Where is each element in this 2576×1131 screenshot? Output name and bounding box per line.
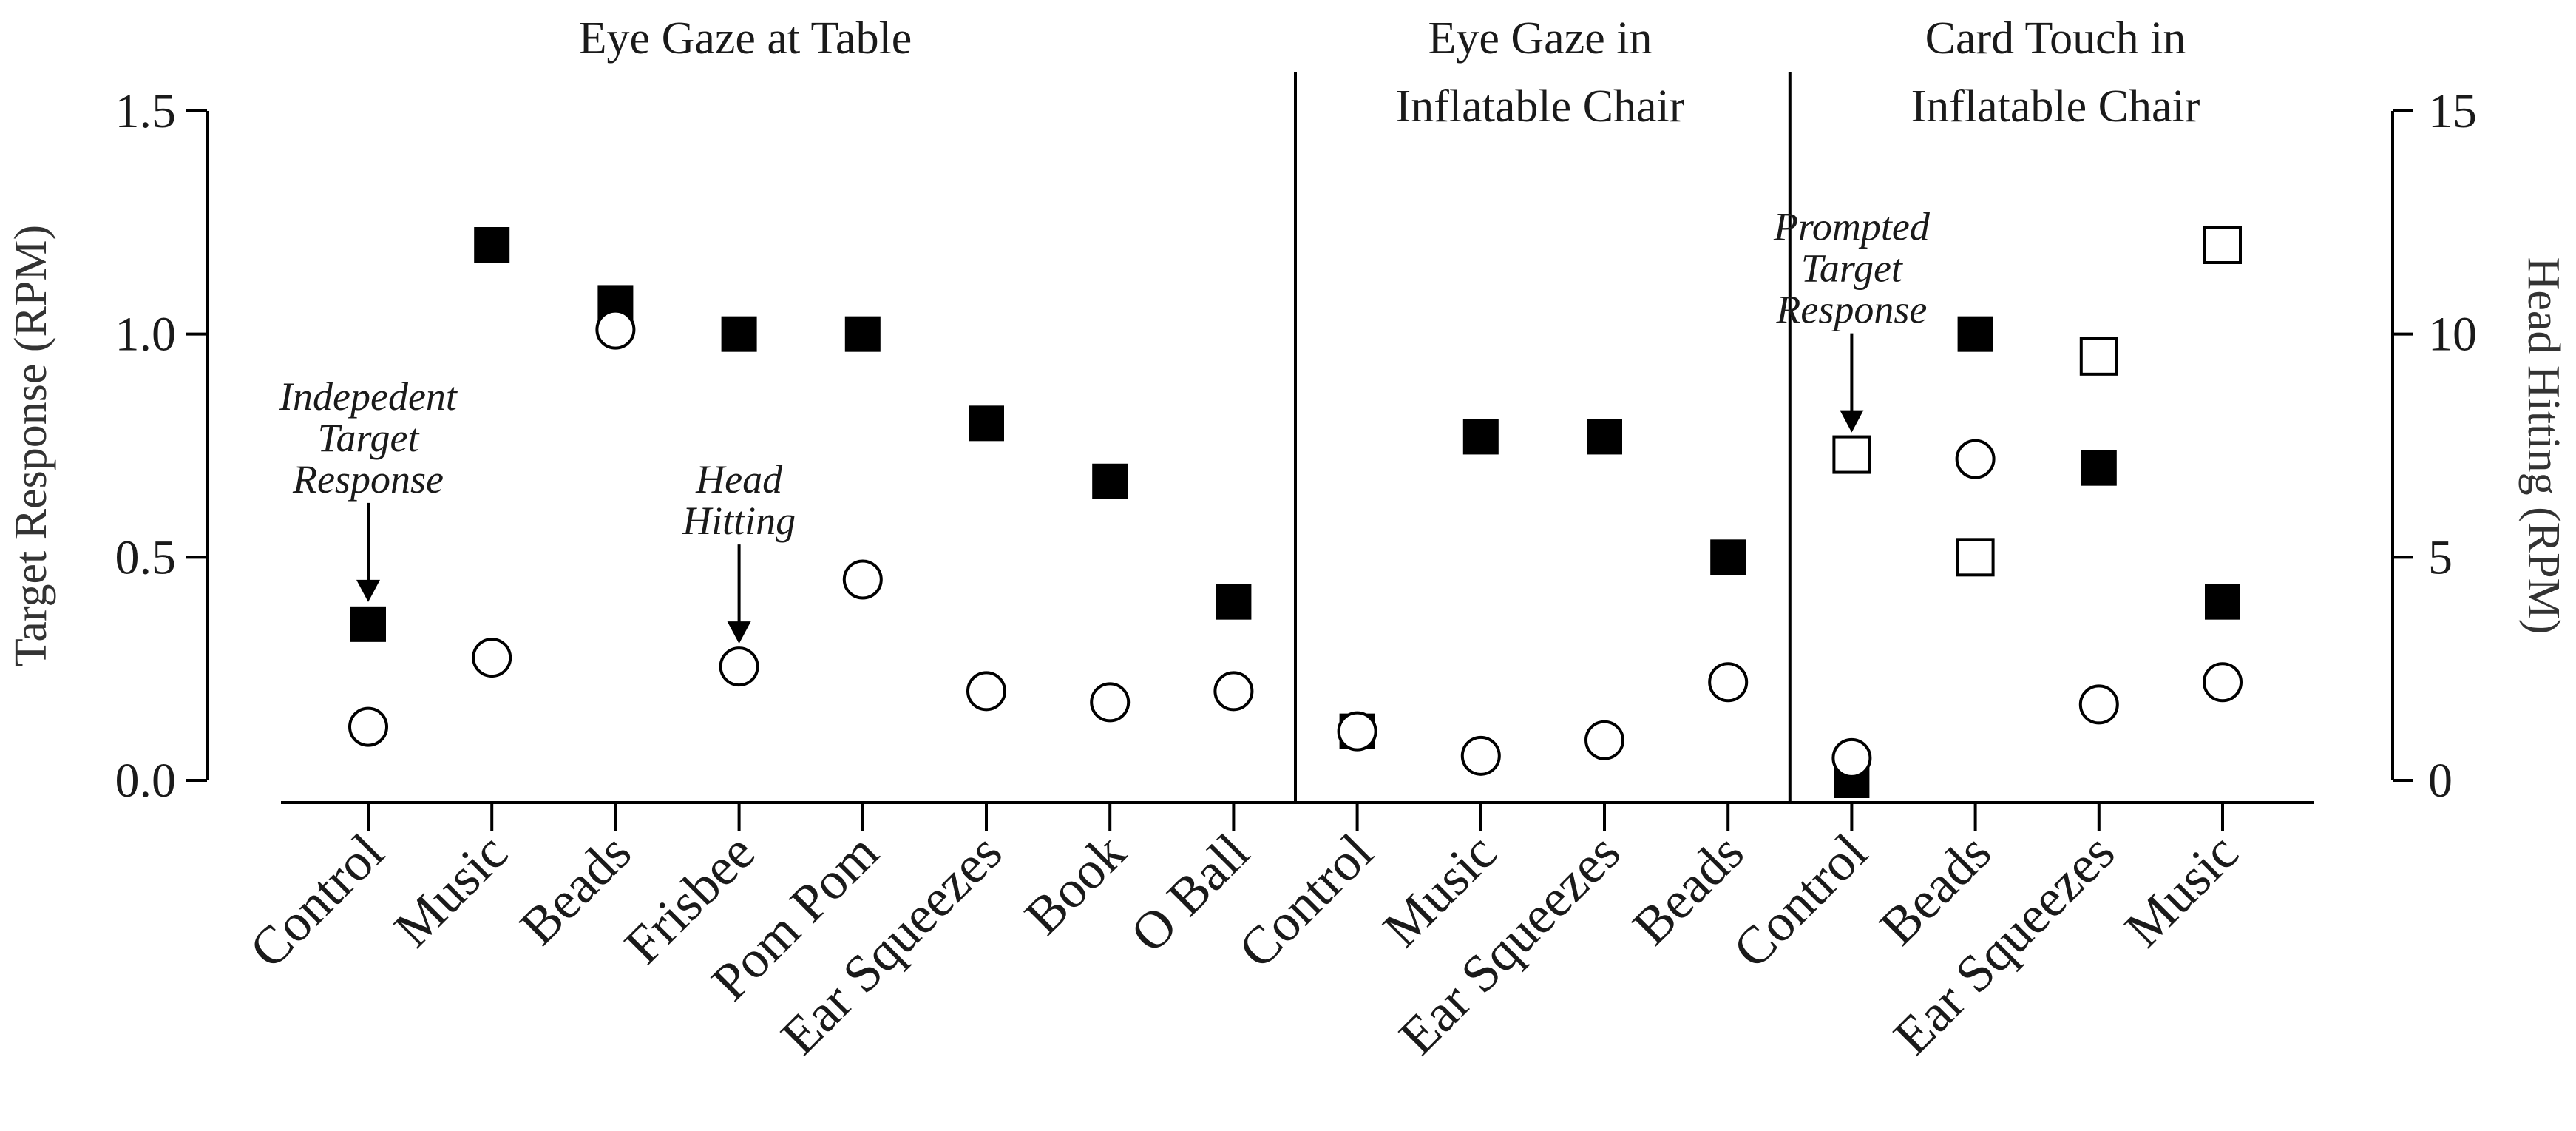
- head-hitting-point: [1460, 735, 1501, 776]
- left-y-tick-label: 0.5: [115, 530, 177, 584]
- head-hitting-point: [2203, 662, 2243, 703]
- section-title: Eye Gaze in: [1428, 13, 1653, 64]
- left-y-axis-title: Target Response (RPM): [6, 225, 56, 666]
- head-hitting-point: [842, 559, 883, 600]
- target-response-point: [844, 316, 881, 352]
- annotation-text: Prompted: [1773, 205, 1931, 249]
- prompted-response-point: [1832, 435, 1871, 474]
- head-hitting-point: [719, 646, 759, 687]
- head-hitting-point: [1831, 737, 1872, 778]
- target-response-point: [1957, 316, 1993, 352]
- right-y-tick-label: 10: [2428, 308, 2477, 362]
- right-y-tick-label: 5: [2428, 530, 2453, 584]
- head-hitting-point: [2078, 684, 2119, 725]
- section-title: Inflatable Chair: [1396, 81, 1685, 132]
- x-category-label: Book: [1014, 823, 1137, 946]
- annotation-text: Response: [1775, 288, 1927, 332]
- head-hitting-point: [472, 638, 512, 678]
- annotation-text: Response: [292, 457, 444, 502]
- data-marks: [348, 226, 2243, 798]
- target-response-point: [1216, 584, 1252, 620]
- left-y-tick-label: 1.5: [115, 84, 177, 138]
- x-category-label: Control: [1227, 823, 1384, 979]
- target-response-point: [1587, 419, 1622, 455]
- annotation-arrow-head: [356, 579, 380, 602]
- target-response-point: [350, 606, 386, 642]
- target-response-point: [969, 405, 1004, 442]
- annotation-text: Target: [317, 416, 420, 460]
- left-y-tick-label: 1.0: [115, 308, 177, 362]
- head-hitting-point: [595, 309, 636, 350]
- head-hitting-point: [1213, 671, 1254, 712]
- section-title: Inflatable Chair: [1911, 81, 2200, 132]
- x-category-label: Control: [1722, 823, 1879, 979]
- annotation-text: Indepedent: [279, 374, 458, 419]
- target-response-point: [1092, 463, 1128, 499]
- x-category-label: Music: [2113, 823, 2249, 959]
- head-hitting-point: [1584, 720, 1624, 760]
- prompted-response-point: [2079, 337, 2118, 376]
- head-hitting-point: [1090, 682, 1131, 723]
- left-y-tick-label: 0.0: [115, 754, 177, 808]
- annotation-text: Target: [1801, 246, 1904, 291]
- head-hitting-point: [966, 671, 1006, 712]
- annotation-arrow-head: [727, 621, 751, 644]
- annotation-text: Hitting: [682, 499, 796, 543]
- head-hitting-point: [1337, 711, 1377, 752]
- section-titles: Eye Gaze at Table Eye Gaze in Inflatable C…: [579, 13, 2200, 132]
- annotation-text: Head: [695, 457, 783, 502]
- right-y-tick-label: 0: [2428, 754, 2453, 808]
- annotation-arrow-head: [1840, 410, 1864, 433]
- head-hitting-point: [348, 706, 388, 747]
- target-response-point: [2205, 584, 2240, 620]
- target-response-point: [1710, 539, 1746, 575]
- section-title: Card Touch in: [1925, 13, 2186, 64]
- head-hitting-point: [1955, 439, 1996, 479]
- target-response-point: [1462, 419, 1499, 455]
- right-y-tick-label: 15: [2428, 84, 2477, 138]
- prompted-response-point: [2203, 226, 2242, 264]
- section-title: Eye Gaze at Table: [579, 13, 912, 64]
- right-y-axis-title: Head Hitting (RPM): [2518, 257, 2569, 635]
- x-category-label: Music: [383, 823, 519, 959]
- target-response-point: [474, 227, 510, 263]
- head-hitting-point: [1708, 662, 1749, 703]
- target-response-point: [2081, 450, 2117, 486]
- x-category-label: Control: [238, 823, 395, 979]
- target-response-point: [721, 316, 757, 352]
- prompted-response-point: [1956, 538, 1995, 577]
